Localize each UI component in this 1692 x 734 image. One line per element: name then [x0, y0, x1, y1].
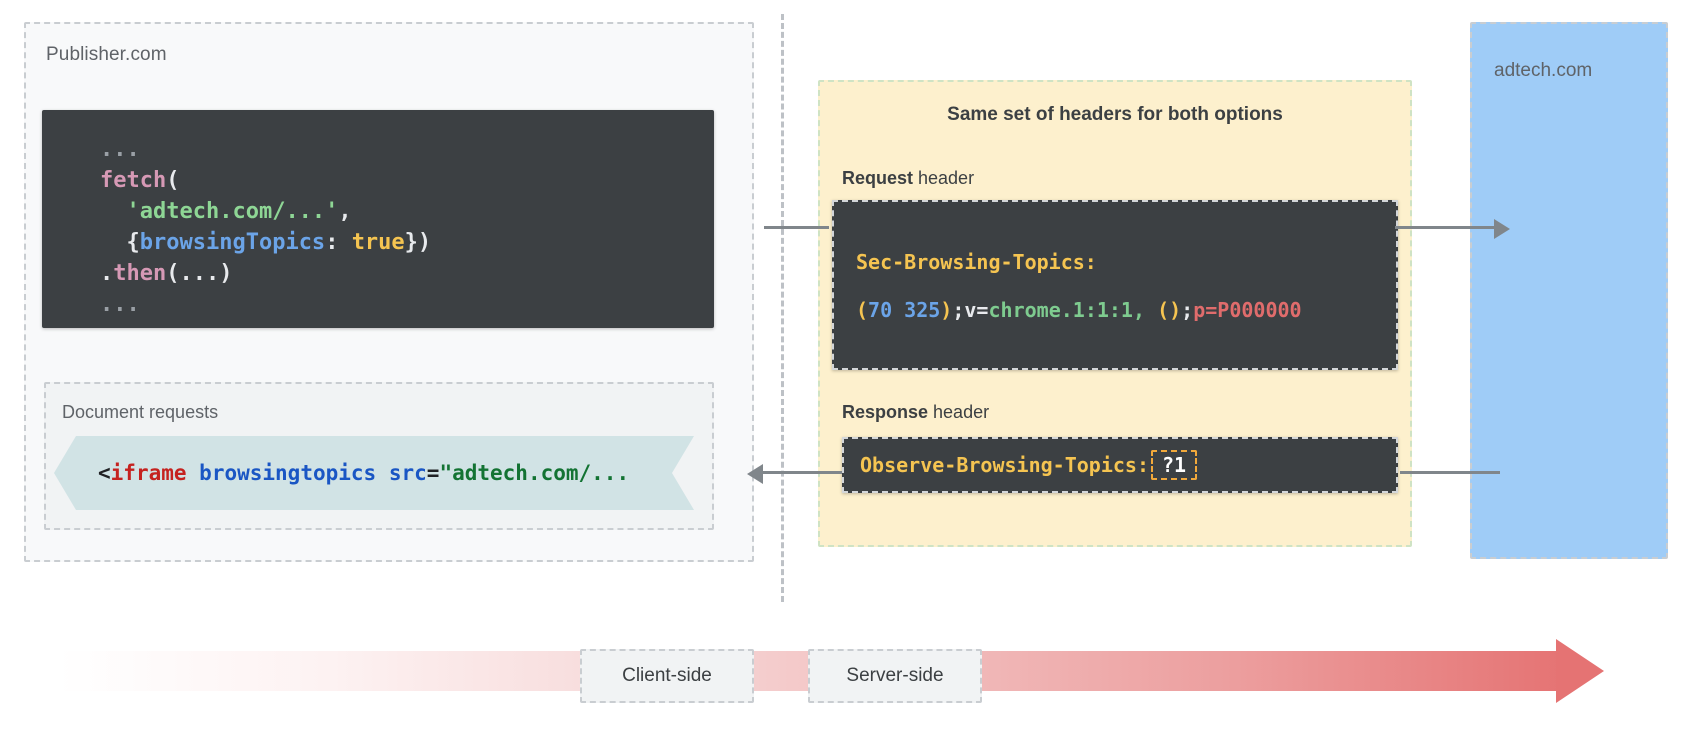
timeline-arrow-head-icon — [1556, 639, 1604, 703]
response-header-code-block: Observe-Browsing-Topics: ?1 — [842, 437, 1398, 493]
response-header-name: Observe-Browsing-Topics: — [860, 453, 1149, 477]
adtech-label: adtech.com — [1494, 60, 1593, 81]
response-header-caption-bold: Response — [842, 402, 929, 422]
arrow-request-to-adtech-head-icon — [1494, 219, 1510, 239]
headers-panel-title: Same set of headers for both options — [947, 104, 1283, 125]
publisher-label: Publisher.com — [46, 44, 167, 65]
document-requests-panel: Document requests <iframe browsingtopics… — [44, 382, 714, 530]
arrow-response-to-document-line-icon — [760, 471, 842, 474]
response-header-caption: Response header — [842, 402, 989, 423]
client-server-divider — [781, 14, 784, 602]
fetch-code-text: ... fetch( 'adtech.com/...', {browsingTo… — [100, 137, 432, 317]
request-header-code-text: Sec-Browsing-Topics: (70 325);v=chrome.1… — [856, 250, 1302, 322]
request-header-caption: Request header — [842, 168, 974, 189]
arrow-request-to-adtech-line-icon — [1395, 226, 1498, 229]
iframe-chip-background — [54, 436, 694, 510]
headers-panel: Same set of headers for both options Req… — [818, 80, 1412, 547]
arrow-adtech-to-response-line-icon — [1400, 471, 1500, 474]
arrow-response-to-document-head-icon — [747, 464, 763, 484]
response-header-caption-rest: header — [928, 402, 990, 422]
timeline-label-client-side: Client-side — [580, 649, 754, 703]
document-requests-label: Document requests — [62, 402, 219, 422]
arrow-fetch-to-request-icon — [764, 226, 829, 229]
request-header-code-block: Sec-Browsing-Topics: (70 325);v=chrome.1… — [832, 200, 1398, 370]
adtech-panel: adtech.com — [1470, 22, 1668, 559]
timeline-label-server-side: Server-side — [808, 649, 982, 703]
fetch-code-block: ... fetch( 'adtech.com/...', {browsingTo… — [42, 110, 714, 328]
iframe-snippet-text: <iframe browsingtopics src="adtech.com/.… — [98, 461, 630, 485]
request-header-caption-bold: Request — [842, 168, 914, 188]
iframe-snippet-chip: <iframe browsingtopics src="adtech.com/.… — [54, 436, 694, 510]
response-header-value: ?1 — [1150, 450, 1198, 480]
request-header-caption-rest: header — [913, 168, 975, 188]
